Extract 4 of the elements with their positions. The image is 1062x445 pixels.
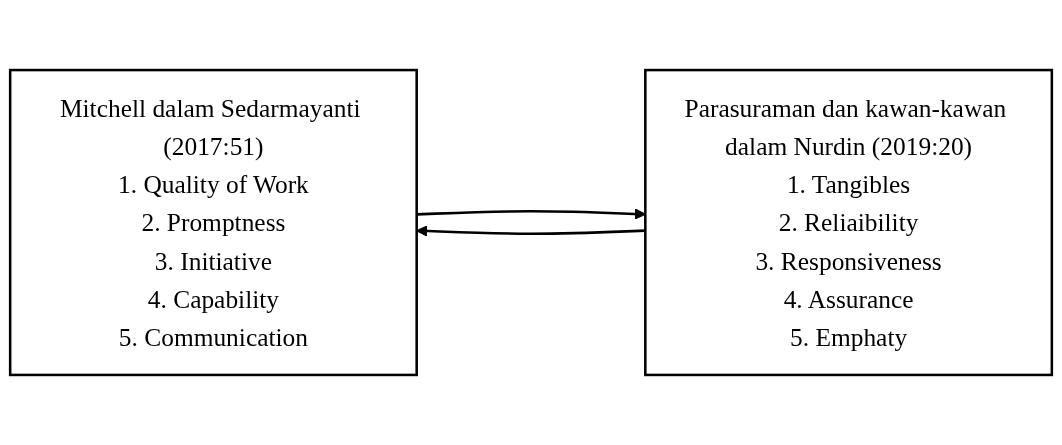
- node-box: Mitchell dalam Sedarmayanti (2017:51) 1. Quality of Work 2. Promptness 3. Initiative 4. Capability 5. Communication: [8, 68, 418, 377]
- node-box: Parasuraman dan kawan-kawan dalam Nurdin (2019:20) 1. Tangibles 2. Reliaibility 3. Responsiveness 4. Assurance 5. Emphaty: [644, 68, 1054, 377]
- arrow: [416, 208, 646, 220]
- arrow: [416, 225, 646, 237]
